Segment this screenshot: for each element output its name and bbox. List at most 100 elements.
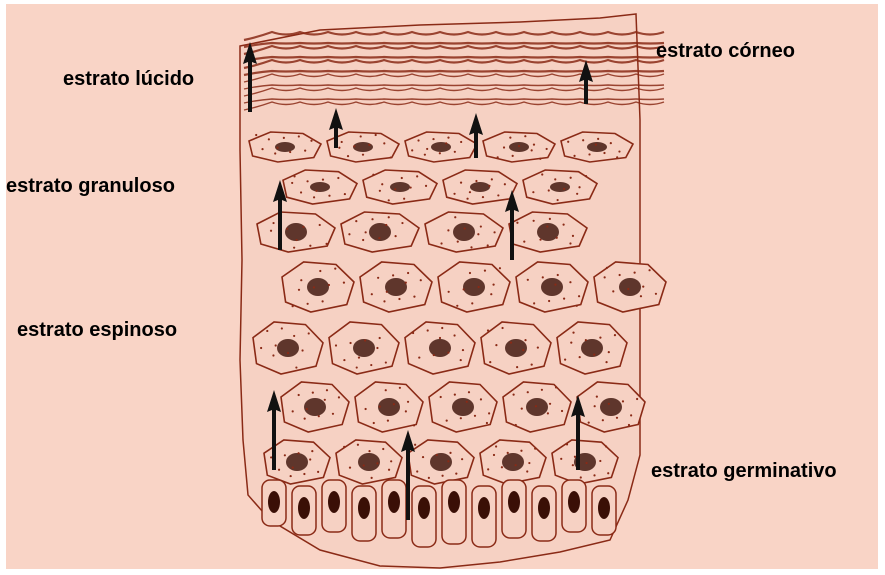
- granule-dot: [365, 231, 367, 233]
- basal-nucleus: [358, 497, 370, 519]
- granule-dot: [385, 361, 387, 363]
- granule-dot: [527, 391, 529, 393]
- basal-nucleus: [298, 497, 310, 519]
- granule-dot: [572, 464, 574, 466]
- granule-dot: [365, 408, 367, 410]
- granule-dot: [416, 470, 418, 472]
- granule-dot: [379, 190, 381, 192]
- granule-dot: [610, 142, 612, 144]
- granule-dot: [368, 450, 370, 452]
- granule-dot: [630, 414, 632, 416]
- granule-dot: [569, 242, 571, 244]
- granule-dot: [539, 158, 541, 160]
- granule-dot: [313, 286, 315, 288]
- granule-dot: [312, 392, 314, 394]
- granule-dot: [554, 178, 556, 180]
- cell-nucleus: [526, 398, 548, 416]
- granule-dot: [578, 295, 580, 297]
- granule-dot: [355, 220, 357, 222]
- granule-dot: [394, 188, 396, 190]
- granule-dot: [470, 246, 472, 248]
- granule-dot: [522, 349, 524, 351]
- granule-dot: [418, 356, 420, 358]
- granule-dot: [561, 410, 563, 412]
- granule-dot: [343, 359, 345, 361]
- granule-dot: [503, 146, 505, 148]
- granule-dot: [585, 175, 587, 177]
- granule-dot: [309, 458, 311, 460]
- granule-dot: [549, 403, 551, 405]
- granule-dot: [358, 356, 360, 358]
- cell-nucleus: [429, 339, 451, 357]
- granule-dot: [348, 233, 350, 235]
- cell-nucleus: [619, 278, 641, 296]
- granule-dot: [317, 471, 319, 473]
- granule-dot: [487, 244, 489, 246]
- granule-dot: [440, 396, 442, 398]
- granule-dot: [612, 290, 614, 292]
- granule-dot: [512, 155, 514, 157]
- granule-dot: [297, 452, 299, 454]
- label-estrato-germinativo: estrato germinativo: [651, 461, 837, 481]
- granule-dot: [541, 173, 543, 175]
- cell-nucleus: [353, 142, 373, 152]
- granule-dot: [537, 346, 539, 348]
- granule-dot: [480, 398, 482, 400]
- granule-dot: [284, 454, 286, 456]
- granule-dot: [539, 239, 541, 241]
- label-estrato-granuloso: estrato granuloso: [6, 176, 175, 196]
- granule-dot: [461, 458, 463, 460]
- granule-dot: [287, 352, 289, 354]
- granule-dot: [557, 199, 559, 201]
- granule-dot: [401, 177, 403, 179]
- granule-dot: [616, 156, 618, 158]
- granule-dot: [290, 475, 292, 477]
- granule-dot: [528, 462, 530, 464]
- granule-dot: [560, 458, 562, 460]
- granule-dot: [304, 150, 306, 152]
- granule-dot: [390, 460, 392, 462]
- granule-dot: [375, 134, 377, 136]
- cell-nucleus: [286, 453, 308, 471]
- basal-nucleus: [508, 491, 520, 513]
- granule-dot: [372, 174, 374, 176]
- granule-dot: [604, 276, 606, 278]
- granule-dot: [474, 415, 476, 417]
- granule-dot: [383, 142, 385, 144]
- granule-dot: [306, 408, 308, 410]
- granule-dot: [360, 135, 362, 137]
- granule-dot: [328, 284, 330, 286]
- granule-dot: [349, 467, 351, 469]
- granule-dot: [347, 155, 349, 157]
- granule-dot: [328, 195, 330, 197]
- granule-dot: [303, 473, 305, 475]
- granule-dot: [579, 356, 581, 358]
- granule-dot: [493, 231, 495, 233]
- granule-dot: [364, 339, 366, 341]
- granule-dot: [296, 239, 298, 241]
- granule-dot: [272, 222, 274, 224]
- granule-dot: [322, 300, 324, 302]
- granule-dot: [405, 410, 407, 412]
- granule-dot: [460, 141, 462, 143]
- granule-dot: [546, 148, 548, 150]
- granule-dot: [363, 464, 365, 466]
- granule-dot: [466, 198, 468, 200]
- cell-nucleus: [304, 398, 326, 416]
- granule-dot: [428, 477, 430, 479]
- granule-dot: [622, 400, 624, 402]
- granule-dot: [370, 364, 372, 366]
- granule-dot: [393, 403, 395, 405]
- granule-dot: [564, 359, 566, 361]
- granule-dot: [407, 401, 409, 403]
- granule-dot: [557, 274, 559, 276]
- granule-dot: [548, 189, 550, 191]
- granule-dot: [386, 291, 388, 293]
- basal-nucleus: [538, 497, 550, 519]
- granule-dot: [412, 332, 414, 334]
- granule-dot: [521, 408, 523, 410]
- granule-dot: [475, 180, 477, 182]
- granule-dot: [382, 448, 384, 450]
- granule-dot: [516, 222, 518, 224]
